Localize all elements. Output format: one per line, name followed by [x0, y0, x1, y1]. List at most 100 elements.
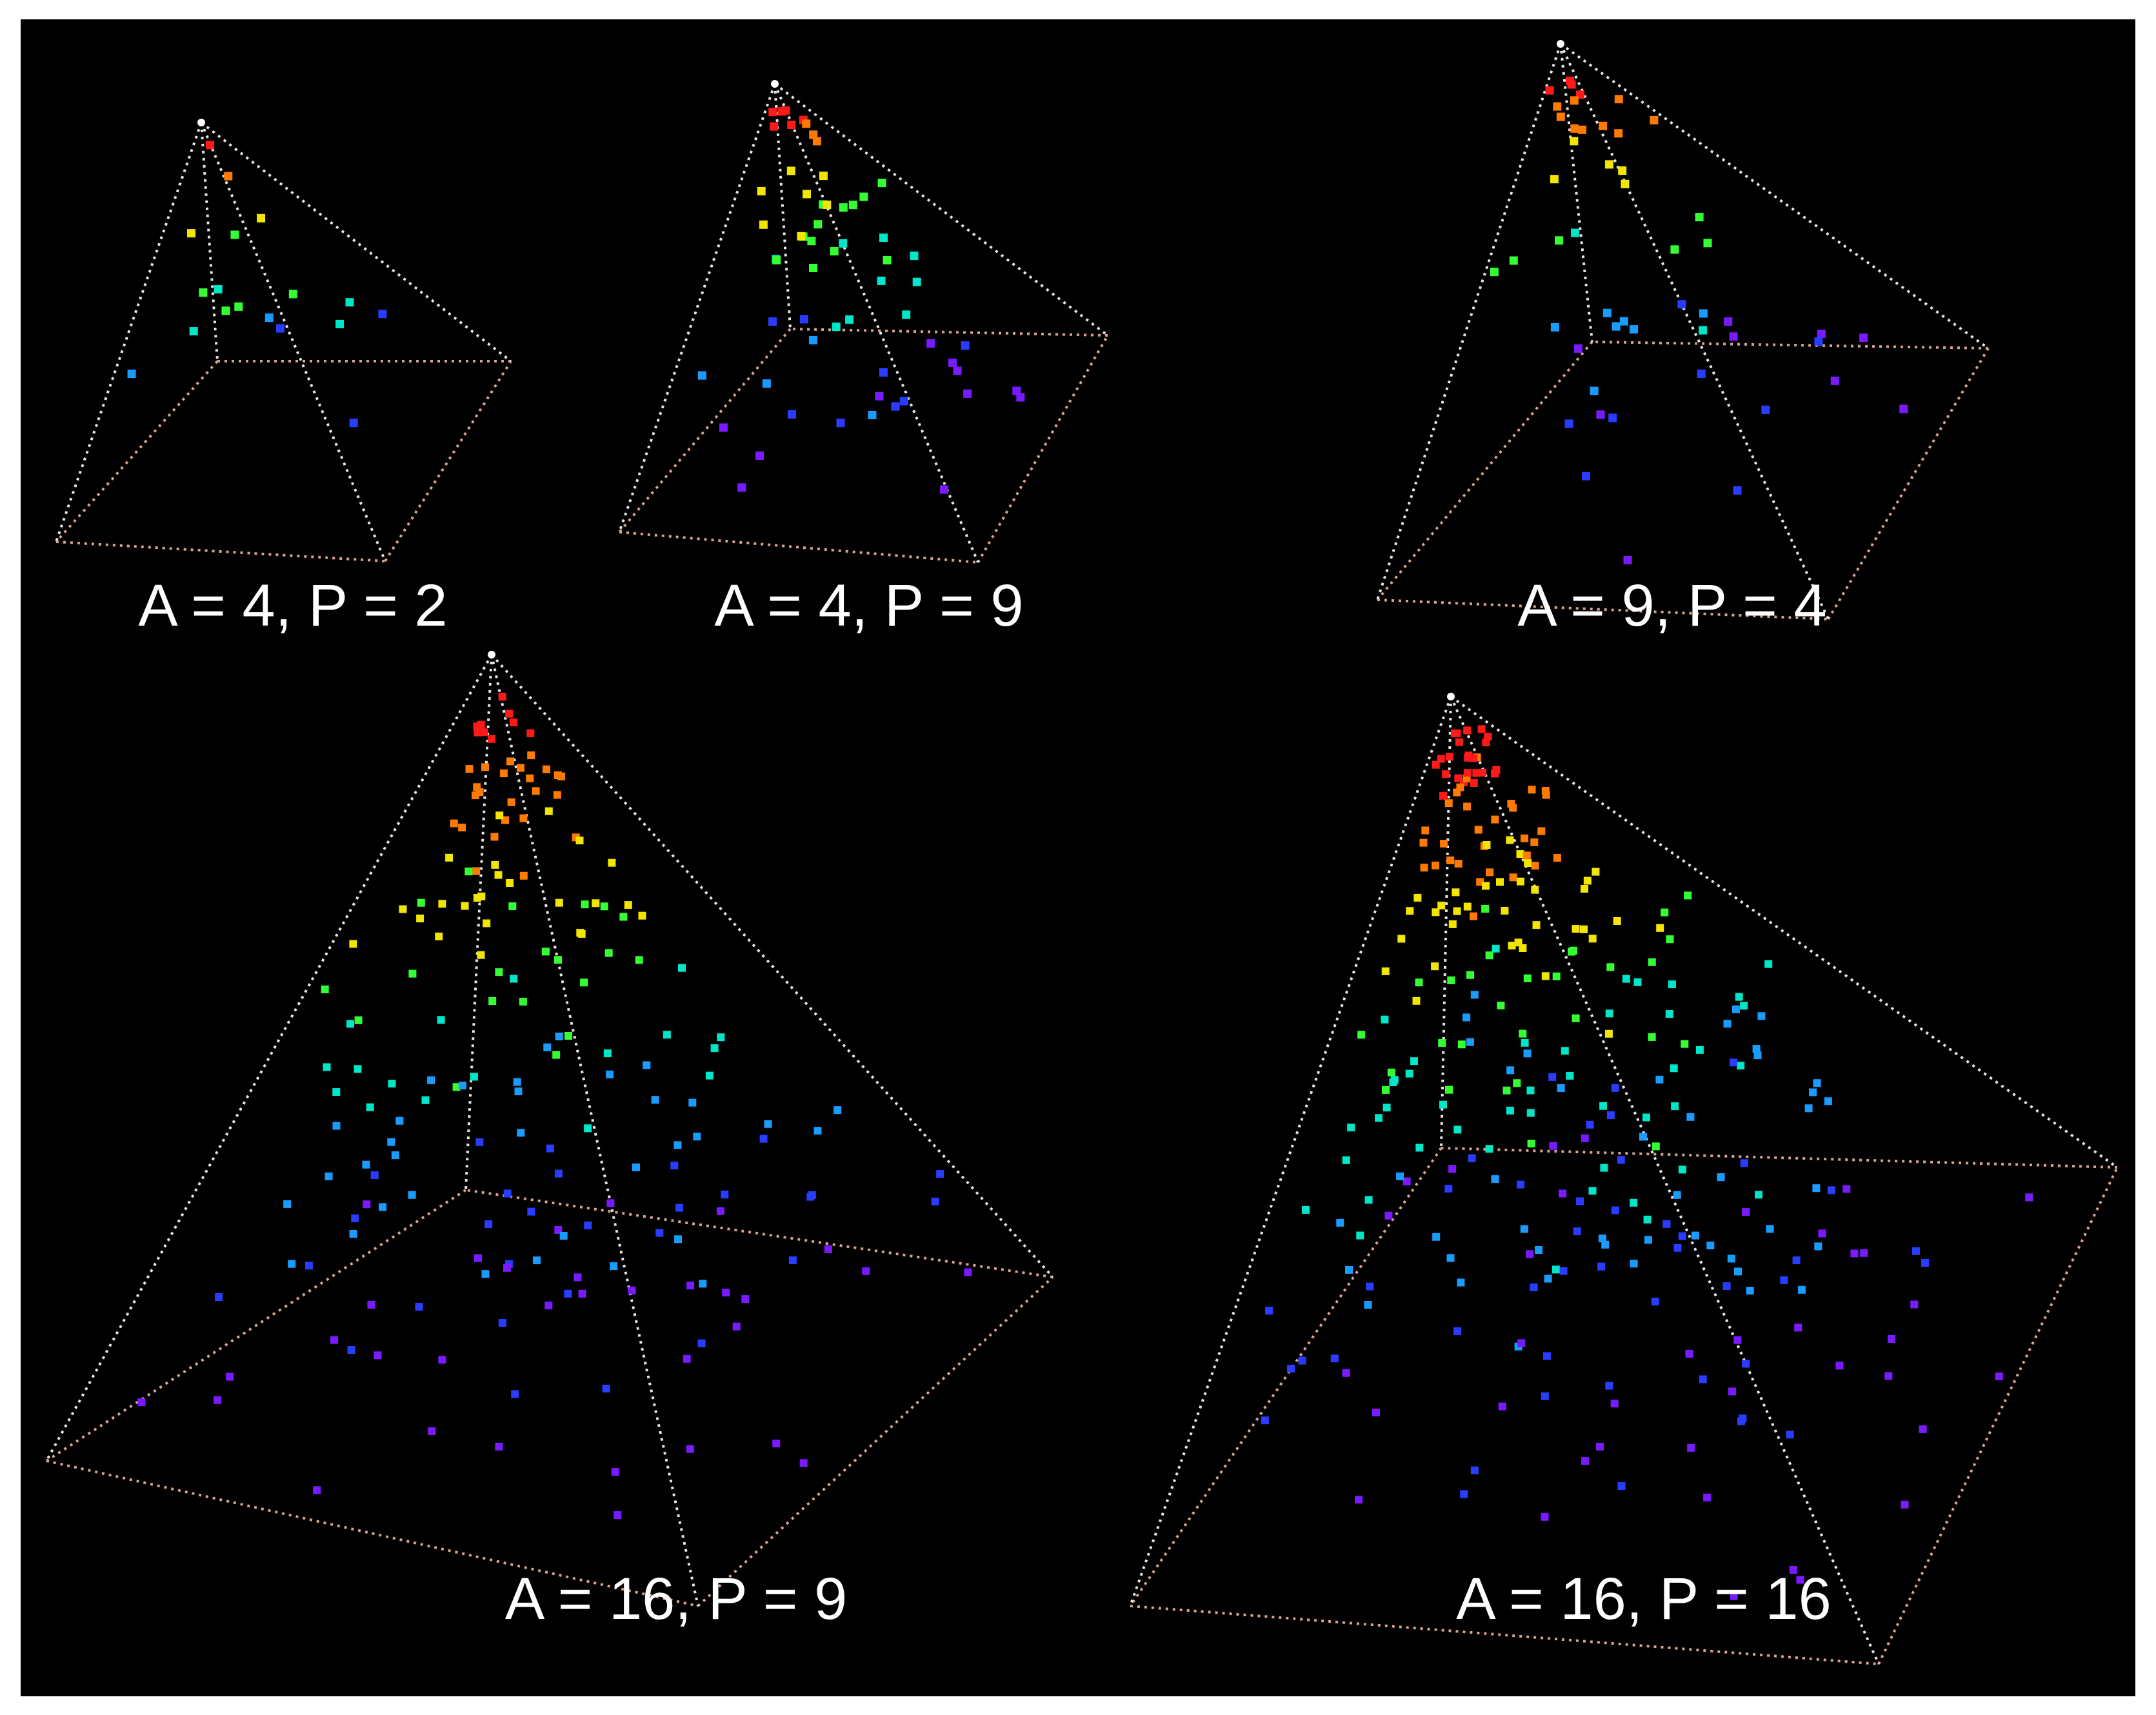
sample-point — [1730, 1592, 1738, 1600]
sample-point — [554, 956, 562, 964]
lateral-edge-right — [200, 121, 512, 362]
sample-point — [543, 765, 550, 773]
sample-point — [519, 871, 528, 880]
sample-point — [557, 772, 566, 780]
sample-point — [1614, 95, 1623, 104]
sample-point — [1888, 1335, 1895, 1343]
sample-point — [1695, 1046, 1704, 1054]
sample-point — [1727, 1254, 1735, 1263]
sample-point — [737, 483, 746, 492]
sample-point — [1618, 166, 1627, 175]
sample-point — [1796, 1576, 1804, 1584]
sample-point — [472, 867, 481, 875]
sample-point — [719, 423, 728, 432]
sample-point — [862, 1267, 870, 1275]
sample-point — [288, 290, 297, 299]
sample-point — [1527, 1140, 1535, 1147]
sample-point — [564, 1289, 572, 1298]
sample-point — [1402, 1177, 1411, 1185]
sample-point — [1570, 96, 1579, 105]
sample-point — [1356, 1231, 1364, 1240]
sample-point — [1695, 213, 1704, 222]
sample-point — [879, 368, 888, 377]
sample-point — [848, 201, 857, 210]
caption-a16-p9: A = 16, P = 9 — [505, 1566, 847, 1632]
sample-point — [1764, 960, 1773, 968]
sample-point — [1884, 1372, 1893, 1380]
sample-point — [1364, 1196, 1373, 1204]
sample-point — [1387, 1068, 1395, 1076]
sample-point — [1699, 326, 1708, 335]
base-edge-left — [55, 360, 219, 543]
sample-point — [379, 1203, 387, 1211]
sample-point — [1703, 1493, 1712, 1502]
sample-point — [697, 1339, 706, 1347]
lateral-edge-front — [200, 122, 386, 562]
sample-point — [1755, 1191, 1762, 1199]
sample-point — [584, 1124, 592, 1133]
sample-point — [1588, 1187, 1597, 1195]
sample-point — [1342, 1156, 1350, 1164]
sample-point — [477, 951, 485, 959]
sample-point — [1742, 1360, 1750, 1368]
sample-point — [1617, 1482, 1626, 1491]
sample-point — [199, 288, 208, 297]
sample-point — [705, 1071, 714, 1080]
sample-point — [1520, 1225, 1528, 1233]
sample-point — [777, 107, 786, 116]
sample-point — [189, 327, 198, 335]
sample-point — [1673, 1244, 1682, 1252]
sample-point — [1537, 827, 1546, 835]
sample-point — [716, 1207, 724, 1215]
sample-point — [1605, 1009, 1613, 1018]
sample-point — [772, 1440, 781, 1448]
sample-point — [1463, 726, 1472, 735]
sample-point — [1570, 124, 1579, 133]
sample-point — [1444, 799, 1453, 808]
sample-point — [506, 879, 514, 887]
sample-point — [1827, 1186, 1835, 1195]
sample-point — [1490, 268, 1499, 277]
sample-point — [1670, 245, 1679, 254]
sample-point — [527, 1207, 535, 1216]
sample-point — [428, 1427, 436, 1435]
sample-point — [1572, 1014, 1580, 1022]
sample-point — [1604, 1029, 1613, 1038]
sample-point — [1830, 376, 1839, 385]
sample-point — [1345, 1265, 1353, 1274]
sample-point — [964, 1268, 972, 1276]
sample-point — [1613, 917, 1621, 925]
sample-point — [1491, 815, 1499, 824]
sample-point — [544, 807, 553, 815]
sample-point — [1570, 137, 1579, 146]
sample-point — [1541, 1392, 1549, 1400]
sample-point — [832, 322, 841, 332]
sample-point — [1813, 1079, 1821, 1087]
sample-point — [833, 1106, 842, 1115]
sample-point — [608, 858, 616, 867]
sample-point — [1298, 1356, 1306, 1365]
base-edge-front — [1377, 599, 1829, 620]
sample-point — [1699, 309, 1708, 318]
sample-point — [495, 968, 503, 976]
sample-point — [1481, 905, 1490, 913]
sample-point — [1521, 1038, 1529, 1047]
sample-point — [1516, 850, 1524, 858]
lateral-edge-right — [490, 653, 1054, 1278]
lateral-edge-left — [618, 83, 776, 533]
sample-point — [509, 719, 517, 727]
sample-point — [458, 824, 466, 831]
sample-point — [697, 371, 706, 380]
sample-point — [1668, 980, 1676, 989]
sample-point — [1730, 1058, 1738, 1067]
sample-point — [546, 1144, 554, 1153]
sample-point — [1446, 1254, 1455, 1262]
pyramid-plot: A = 4, P = 2 A = 4, P = 9 A = 9, P = 4 A… — [45, 40, 2119, 1665]
sample-point — [1859, 333, 1868, 342]
sample-point — [367, 1300, 375, 1309]
sample-point — [1814, 337, 1823, 346]
sample-point — [1548, 1073, 1557, 1081]
sample-point — [1347, 1124, 1355, 1132]
sample-point — [1606, 1111, 1615, 1120]
sample-point — [1446, 856, 1455, 864]
